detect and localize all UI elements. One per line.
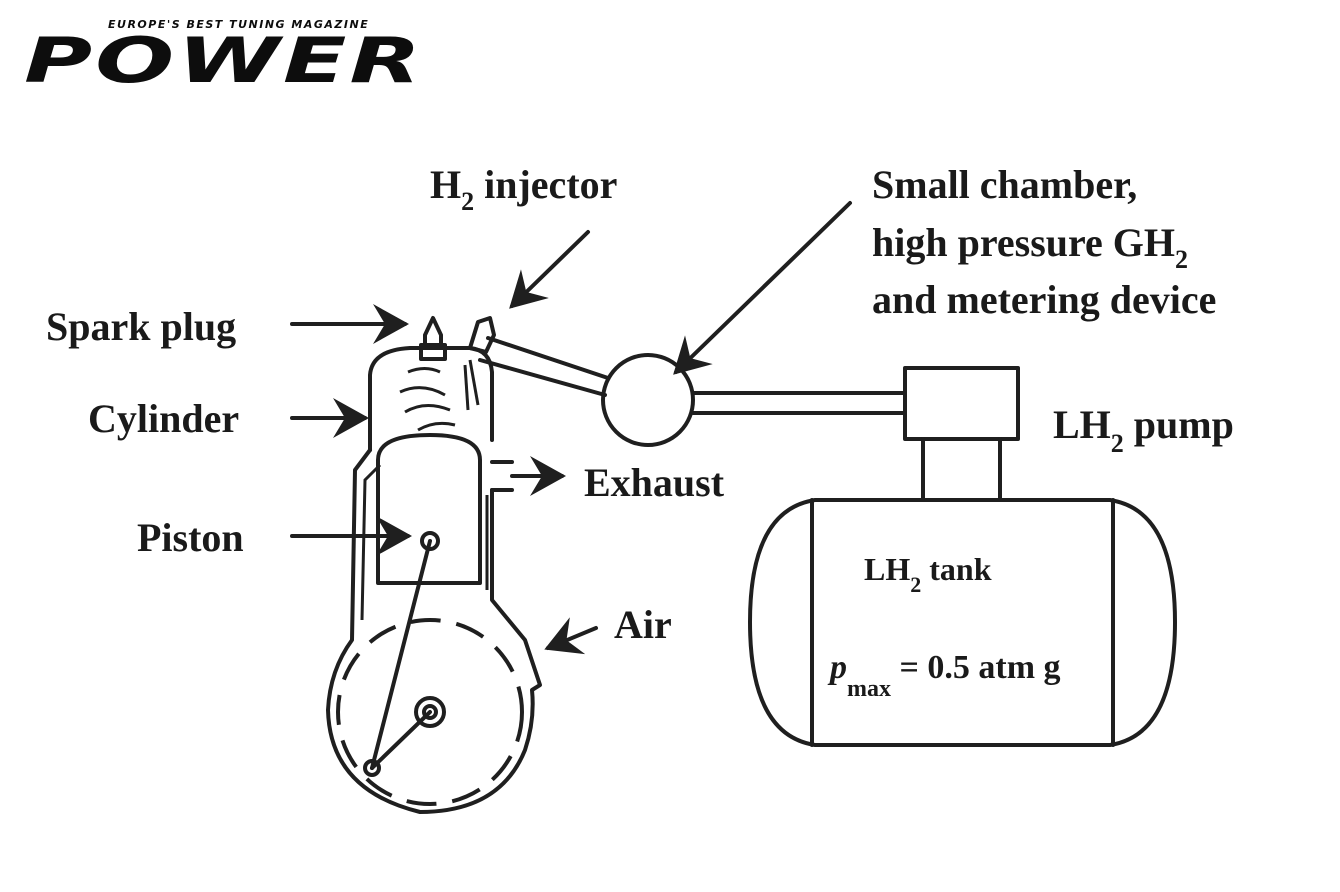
pmax-label: pmax = 0.5 atm g <box>827 649 1061 702</box>
air-label: Air <box>614 602 672 647</box>
lh2-pump <box>903 366 1020 502</box>
lh2-pump-label: LH2 pump <box>1053 402 1234 458</box>
piston-shape <box>376 433 482 585</box>
exhaust-label: Exhaust <box>584 460 725 505</box>
chamber-arrow <box>673 201 852 375</box>
small-chamber <box>601 353 695 447</box>
logo-tagline: EUROPE'S BEST TUNING MAGAZINE <box>108 18 369 31</box>
logo-wordmark: POWER <box>24 24 424 97</box>
exhaust-pipe <box>490 460 514 492</box>
piston-label: Piston <box>137 515 244 560</box>
power-logo: EUROPE'S BEST TUNING MAGAZINE POWER <box>24 18 424 97</box>
spark-plug-shape <box>419 316 447 361</box>
small-chamber-line1: Small chamber, <box>872 162 1137 207</box>
leader-arrows <box>290 201 852 655</box>
pump-line <box>691 391 907 415</box>
spark-plug-label: Spark plug <box>46 304 236 349</box>
engine-block <box>326 448 542 814</box>
h2-injector-label: H2 injector <box>430 162 617 216</box>
small-chamber-line3: and metering device <box>872 277 1216 322</box>
cylinder-label: Cylinder <box>88 396 239 441</box>
feed-line <box>478 336 610 397</box>
lh2-tank-label: LH2 tank <box>864 551 992 597</box>
injector-arrow <box>509 230 590 309</box>
small-chamber-line2: high pressure GH2 <box>872 220 1188 274</box>
h2-injector-shape <box>468 316 496 354</box>
crank-case <box>336 539 524 806</box>
small-chamber-label: Small chamber, high pressure GH2 and met… <box>872 162 1216 322</box>
air-arrow <box>544 617 598 655</box>
lh2-tank <box>748 498 1177 747</box>
